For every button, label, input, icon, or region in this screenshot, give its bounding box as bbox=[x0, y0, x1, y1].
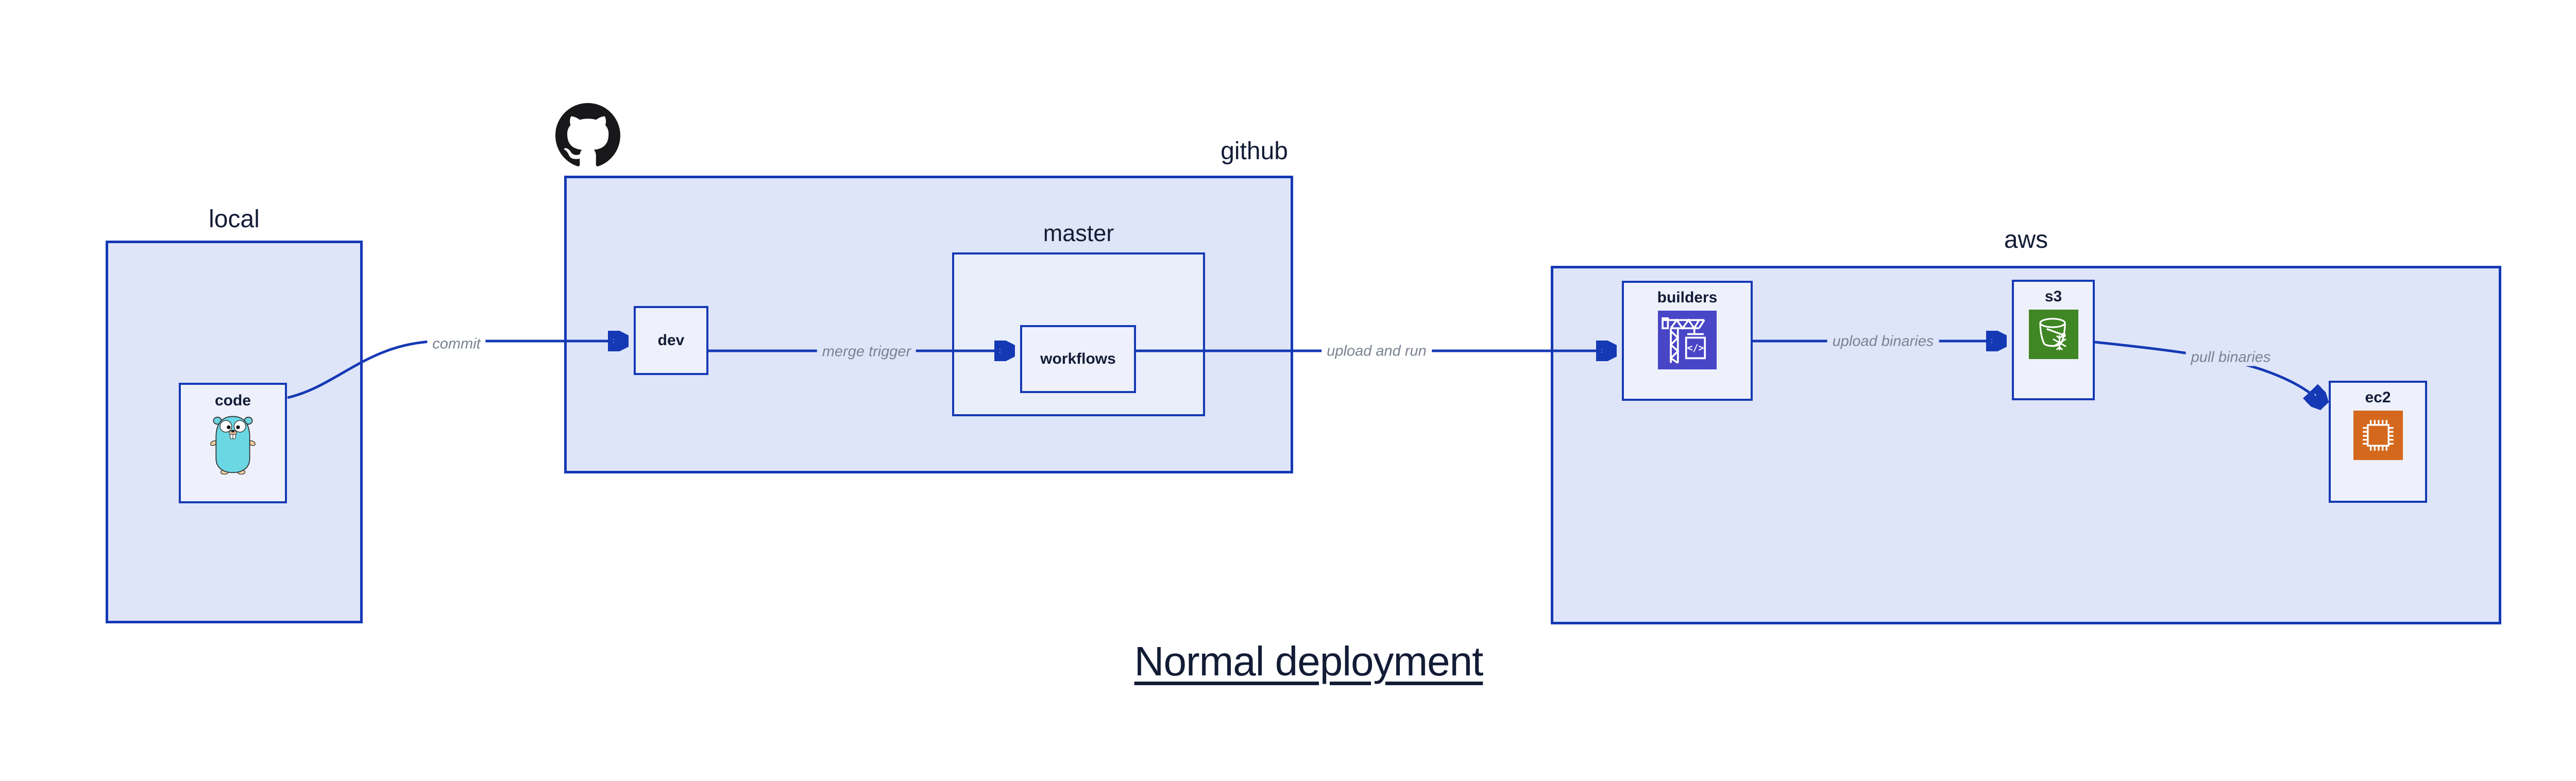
dev-node: dev bbox=[634, 306, 708, 375]
code-node: code bbox=[179, 383, 287, 503]
upload-binaries-edge-label: upload binaries bbox=[1827, 333, 1939, 350]
builders-node: builders </> bbox=[1622, 281, 1753, 401]
code-node-label: code bbox=[214, 392, 251, 409]
builders-node-label: builders bbox=[1657, 289, 1718, 306]
upload-and-run-edge-label: upload and run bbox=[1321, 343, 1432, 360]
ec2-node-label: ec2 bbox=[2365, 389, 2391, 406]
merge-trigger-edge-label: merge trigger bbox=[817, 343, 917, 361]
ec2-chip-icon bbox=[2353, 411, 2403, 460]
s3-glacier-bucket-icon bbox=[2028, 310, 2078, 359]
local-group-label: local bbox=[209, 206, 260, 233]
code-glyph: </> bbox=[1687, 343, 1704, 354]
dev-node-label: dev bbox=[657, 332, 685, 349]
s3-node: s3 bbox=[2012, 280, 2095, 400]
workflows-node-label: workflows bbox=[1040, 350, 1116, 367]
github-octocat-icon bbox=[555, 103, 620, 171]
commit-edge-label: commit bbox=[427, 335, 486, 353]
pull-binaries-edge-label: pull binaries bbox=[2185, 349, 2276, 366]
go-gopher-icon bbox=[209, 414, 257, 477]
github-group-label: github bbox=[1221, 138, 1288, 165]
diagram-title: Normal deployment bbox=[1134, 638, 1484, 684]
s3-node-label: s3 bbox=[2044, 288, 2062, 305]
ec2-node: ec2 bbox=[2329, 381, 2427, 503]
workflows-node: workflows bbox=[1020, 325, 1136, 393]
master-group-label: master bbox=[1043, 220, 1114, 246]
aws-group-label: aws bbox=[2004, 226, 2048, 253]
codebuild-crane-icon: </> bbox=[1658, 311, 1717, 369]
